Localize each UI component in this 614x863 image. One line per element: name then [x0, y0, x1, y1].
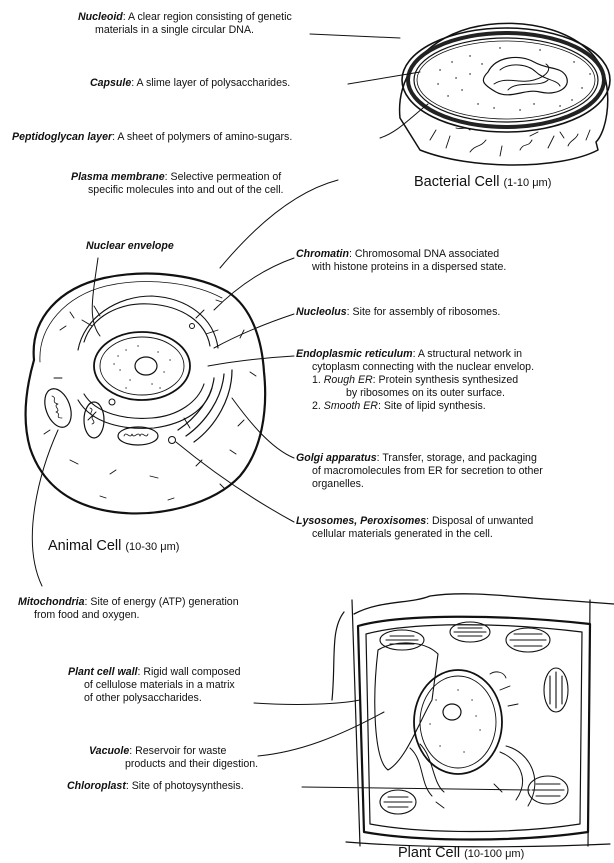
- plasma-membrane-desc-line2: specific molecules into and out of the c…: [88, 184, 284, 196]
- golgi-desc-line2: of macromolecules from ER for secretion …: [312, 465, 543, 477]
- er-item2-num: 2.: [312, 400, 324, 412]
- chloroplast-label: Chloroplast: Site of photoysynthesis.: [67, 780, 244, 793]
- nucleoid-term: Nucleoid: [78, 11, 123, 23]
- er-desc-line2: cytoplasm connecting with the nuclear en…: [312, 361, 534, 373]
- peptidoglycan-label: Peptidoglycan layer: A sheet of polymers…: [12, 131, 292, 144]
- vacuole-term: Vacuole: [89, 745, 129, 757]
- chloroplast-desc: : Site of photoysynthesis.: [126, 780, 244, 792]
- er-label: Endoplasmic reticulum: A structural netw…: [296, 348, 534, 413]
- lysosomes-label: Lysosomes, Peroxisomes: Disposal of unwa…: [296, 515, 533, 541]
- chromatin-label: Chromatin: Chromosomal DNA associated wi…: [296, 248, 506, 274]
- cell-wall-label: Plant cell wall: Rigid wall composed of …: [68, 666, 241, 705]
- vacuole-desc: : Reservoir for waste: [129, 745, 226, 757]
- nucleoid-desc: : A clear region consisting of genetic: [123, 11, 292, 23]
- lysosomes-desc: : Disposal of unwanted: [426, 515, 533, 527]
- animal-cell: [26, 274, 266, 514]
- plant-cell-size: (10-100 μm): [464, 848, 524, 860]
- chromatin-term: Chromatin: [296, 248, 349, 260]
- er-item1-num: 1.: [312, 374, 324, 386]
- plant-cell-caption: Plant Cell (10-100 μm): [398, 845, 524, 861]
- nuclear-envelope-term: Nuclear envelope: [86, 240, 174, 252]
- nucleolus-desc: : Site for assembly of ribosomes.: [347, 306, 501, 318]
- cell-wall-desc: : Rigid wall composed: [137, 666, 240, 678]
- mitochondria-label: Mitochondria: Site of energy (ATP) gener…: [18, 596, 239, 622]
- chloroplast-term: Chloroplast: [67, 780, 126, 792]
- bacterial-cell-size: (1-10 μm): [503, 177, 551, 189]
- nucleoid-label: Nucleoid: A clear region consisting of g…: [78, 11, 292, 37]
- cell-wall-desc-line3: of other polysaccharides.: [84, 692, 202, 704]
- bacterial-cell: [400, 23, 610, 165]
- nucleolus-term: Nucleolus: [296, 306, 347, 318]
- cell-wall-desc-line2: of cellulose materials in a matrix: [84, 679, 235, 691]
- plant-cell: [332, 594, 614, 847]
- golgi-label: Golgi apparatus: Transfer, storage, and …: [296, 452, 543, 491]
- lysosomes-desc-line2: cellular materials generated in the cell…: [312, 528, 493, 540]
- capsule-term: Capsule: [90, 77, 131, 89]
- vacuole-desc-line2: products and their digestion.: [125, 758, 258, 770]
- nucleolus-label: Nucleolus: Site for assembly of ribosome…: [296, 306, 500, 319]
- smooth-er-term: Smooth ER: [324, 400, 378, 412]
- rough-er-desc-line2: by ribosomes on its outer surface.: [346, 387, 505, 399]
- plasma-membrane-term: Plasma membrane: [71, 171, 165, 183]
- cell-wall-term: Plant cell wall: [68, 666, 137, 678]
- nucleoid-desc-line2: materials in a single circular DNA.: [95, 24, 254, 36]
- nuclear-envelope-label: Nuclear envelope: [86, 240, 174, 253]
- lysosomes-term: Lysosomes, Peroxisomes: [296, 515, 426, 527]
- chromatin-desc-line2: with histone proteins in a dispersed sta…: [312, 261, 506, 273]
- peptidoglycan-desc: : A sheet of polymers of amino-sugars.: [112, 131, 292, 143]
- animal-cell-size: (10-30 μm): [125, 541, 179, 553]
- golgi-desc: : Transfer, storage, and packaging: [377, 452, 537, 464]
- smooth-er-desc: : Site of lipid synthesis.: [378, 400, 486, 412]
- mitochondria-desc-line2: from food and oxygen.: [34, 609, 139, 621]
- mitochondria-desc: : Site of energy (ATP) generation: [85, 596, 239, 608]
- plant-cell-name: Plant Cell: [398, 845, 460, 861]
- capsule-label: Capsule: A slime layer of polysaccharide…: [90, 77, 290, 90]
- rough-er-term: Rough ER: [324, 374, 373, 386]
- plasma-membrane-desc: : Selective permeation of: [165, 171, 282, 183]
- bacterial-cell-name: Bacterial Cell: [414, 174, 499, 190]
- rough-er-desc: : Protein synthesis synthesized: [373, 374, 518, 386]
- animal-cell-caption: Animal Cell (10-30 μm): [48, 538, 179, 554]
- mitochondria-term: Mitochondria: [18, 596, 85, 608]
- er-desc: : A structural network in: [413, 348, 523, 360]
- er-term: Endoplasmic reticulum: [296, 348, 413, 360]
- vacuole-label: Vacuole: Reservoir for waste products an…: [89, 745, 258, 771]
- bacterial-cell-caption: Bacterial Cell (1-10 μm): [414, 174, 551, 190]
- capsule-desc: : A slime layer of polysaccharides.: [131, 77, 290, 89]
- chromatin-desc: : Chromosomal DNA associated: [349, 248, 499, 260]
- golgi-term: Golgi apparatus: [296, 452, 377, 464]
- plasma-membrane-label: Plasma membrane: Selective permeation of…: [71, 171, 284, 197]
- golgi-desc-line3: organelles.: [312, 478, 364, 490]
- peptidoglycan-term: Peptidoglycan layer: [12, 131, 112, 143]
- animal-cell-name: Animal Cell: [48, 538, 121, 554]
